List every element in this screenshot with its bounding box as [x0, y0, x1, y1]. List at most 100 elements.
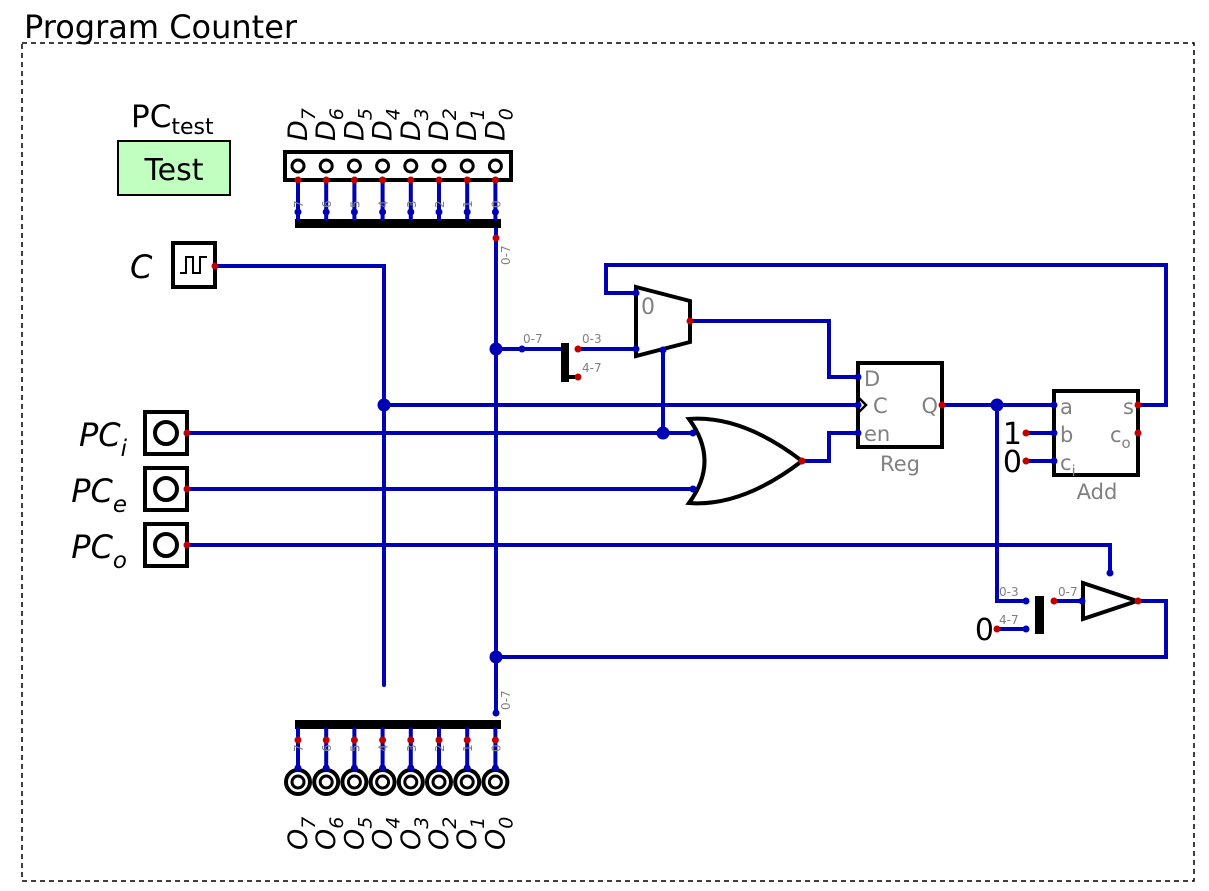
clock-input[interactable]: C	[130, 241, 219, 289]
adder: a b ci s co Add	[1050, 389, 1142, 504]
multiplexer: 0	[632, 284, 694, 359]
splitter-bar	[561, 343, 569, 382]
register-clock-icon	[857, 396, 868, 414]
input-pco-label: PCo	[71, 528, 127, 574]
adder-pin-s: s	[1123, 395, 1134, 419]
adder-pin-ci: ci	[1060, 451, 1076, 480]
data-output-pin-0	[481, 768, 510, 796]
input-pce-label: PCe	[71, 472, 127, 518]
data-output-pin-inner	[403, 774, 419, 790]
data-input-tap-dot	[407, 208, 415, 216]
data-input-pin-7[interactable]	[290, 158, 306, 174]
data-input-pin-5[interactable]	[346, 158, 362, 174]
data-output-index: 7	[292, 744, 306, 752]
tristate-driver	[1078, 569, 1144, 622]
data-input-pin-1[interactable]	[459, 158, 475, 174]
input-pci[interactable]: PCi	[79, 410, 191, 462]
data-input-index: 5	[348, 200, 362, 208]
test-button[interactable]	[117, 140, 231, 196]
data-output-pin-2	[425, 768, 453, 796]
clock-label: C	[130, 248, 153, 286]
data-output-label: O6	[311, 817, 348, 850]
data-output-label: O7	[283, 817, 320, 850]
splitter-low-label: 0-3	[582, 332, 602, 346]
data-input-pin-dot	[407, 176, 415, 184]
junction-clock	[377, 398, 391, 412]
clock-wire	[213, 264, 386, 687]
data-output-pin-dot	[407, 764, 415, 772]
input-pce[interactable]: PCe	[71, 466, 191, 518]
data-output-pin-inner	[346, 774, 362, 790]
input-pco-box	[143, 522, 189, 568]
merger-low-label: 0-3	[999, 585, 1019, 599]
junctions	[377, 342, 1004, 664]
input-pci-label: PCi	[79, 416, 128, 462]
splitter-high-label: 4-7	[582, 361, 602, 375]
junction-q	[990, 398, 1004, 412]
input-pco[interactable]: PCo	[71, 522, 191, 574]
data-input-pin-3[interactable]	[403, 158, 419, 174]
test-button-label: Test	[143, 153, 203, 188]
data-output-pin-7	[284, 768, 312, 796]
data-input-label: D1	[452, 108, 489, 141]
splitter-in-label: 0-7	[523, 332, 543, 346]
or-to-reg-wire	[800, 431, 860, 463]
data-input-pin-4[interactable]	[375, 158, 391, 174]
data-input-index: 6	[320, 200, 334, 208]
data-input-pin-0[interactable]	[487, 158, 503, 174]
data-output-index: 6	[320, 744, 334, 752]
input-pce-box	[143, 466, 189, 512]
data-input-tap-dot	[463, 208, 471, 216]
data-input-tap-dot	[350, 208, 358, 216]
data-output-tap-dot	[379, 736, 387, 744]
top-bus-label: 0-7	[499, 245, 513, 265]
data-output-pin-4	[368, 768, 397, 796]
const-high: 0	[975, 613, 994, 648]
driver-to-bus-wire	[494, 599, 1168, 659]
data-output-pin-inner	[318, 774, 334, 790]
data-output-label: O0	[480, 817, 517, 850]
data-output-label: O3	[396, 817, 433, 850]
driver-body	[1081, 580, 1144, 622]
data-output-tap-dot	[294, 736, 302, 744]
data-input-tap-dot	[435, 208, 443, 216]
register: D C en Q Reg	[854, 361, 946, 476]
test-block: PCtest Test	[117, 99, 231, 196]
data-output-index: 5	[348, 744, 362, 752]
input-pco-circle	[153, 532, 179, 558]
data-input-pin-dot	[350, 176, 358, 184]
top-bus-splitter	[295, 219, 501, 228]
diagram-frame	[21, 42, 1195, 882]
data-input-tap-dot	[491, 208, 499, 216]
data-input-pin-6[interactable]	[318, 158, 334, 174]
data-output-index: 3	[405, 744, 419, 752]
data-input-label: D5	[339, 108, 376, 141]
data-output-pin-dot	[379, 764, 387, 772]
data-output-index: 2	[433, 744, 447, 752]
data-input-pin-dot	[463, 176, 471, 184]
data-output-pin-inner	[431, 774, 447, 790]
data-output-pin-dot	[294, 764, 302, 772]
junction-pci	[656, 426, 670, 440]
feedback-wire	[604, 263, 1168, 407]
data-output-pin-5	[340, 768, 369, 796]
adder-pin-co: co	[1110, 423, 1131, 452]
data-output-index: 4	[377, 744, 391, 752]
bus-merger: 0-3 4-7 0-7	[999, 585, 1078, 634]
const-ci: 0	[1003, 445, 1022, 480]
data-output-pin-dot	[463, 764, 471, 772]
reg-pin-c: C	[873, 394, 888, 418]
data-input-label: D7	[283, 108, 320, 141]
data-input-index: 2	[433, 200, 447, 208]
const-b: 1	[1003, 417, 1022, 452]
input-pci-circle	[153, 420, 179, 446]
data-output-label: O2	[424, 817, 461, 850]
data-input-pin-dot	[379, 176, 387, 184]
clock-wave-icon	[180, 256, 207, 274]
bottom-bus-splitter	[295, 720, 501, 729]
data-output-tap-dot	[463, 736, 471, 744]
data-input-pin-dot	[322, 176, 330, 184]
data-input-pin-dot	[491, 176, 499, 184]
data-input-pin-2[interactable]	[431, 158, 447, 174]
